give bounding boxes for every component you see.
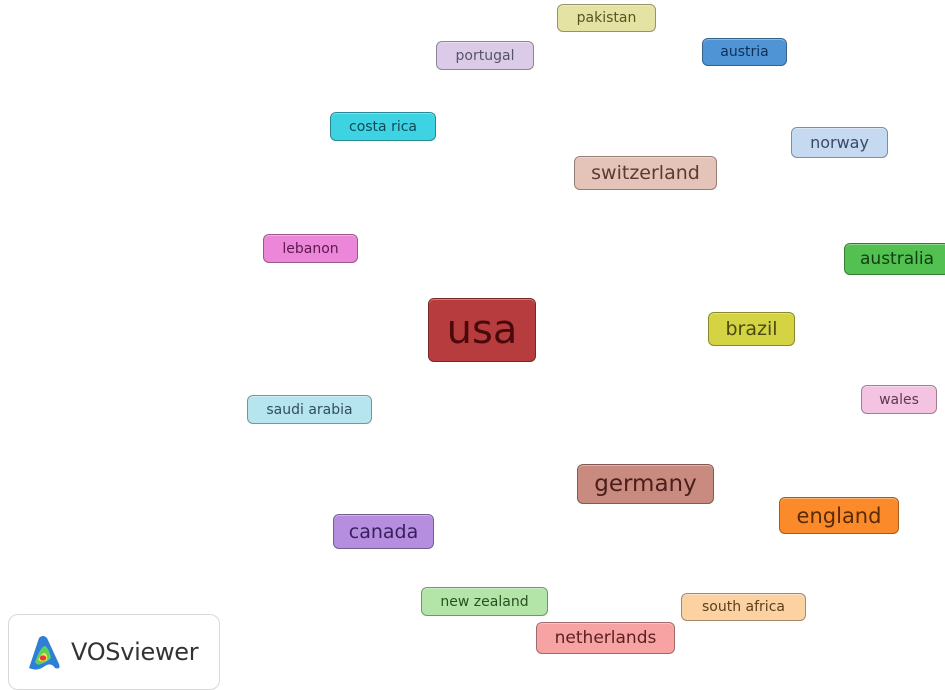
node-wales[interactable]: wales [861, 385, 937, 414]
node-pakistan[interactable]: pakistan [557, 4, 656, 32]
node-portugal[interactable]: portugal [436, 41, 534, 70]
node-new-zealand[interactable]: new zealand [421, 587, 548, 616]
node-austria[interactable]: austria [702, 38, 787, 66]
node-lebanon[interactable]: lebanon [263, 234, 358, 263]
node-norway[interactable]: norway [791, 127, 888, 158]
node-england[interactable]: england [779, 497, 899, 534]
node-brazil[interactable]: brazil [708, 312, 795, 346]
node-saudi-arabia[interactable]: saudi arabia [247, 395, 372, 424]
node-usa[interactable]: usa [428, 298, 536, 362]
node-australia[interactable]: australia [844, 243, 945, 275]
node-south-africa[interactable]: south africa [681, 593, 806, 621]
vosviewer-label: VOSviewer [71, 638, 199, 666]
node-switzerland[interactable]: switzerland [574, 156, 717, 190]
node-germany[interactable]: germany [577, 464, 714, 504]
node-netherlands[interactable]: netherlands [536, 622, 675, 654]
node-costa-rica[interactable]: costa rica [330, 112, 436, 141]
node-canada[interactable]: canada [333, 514, 434, 549]
vosviewer-logo-icon [29, 636, 60, 670]
vosviewer-badge: VOSviewer [8, 614, 220, 690]
